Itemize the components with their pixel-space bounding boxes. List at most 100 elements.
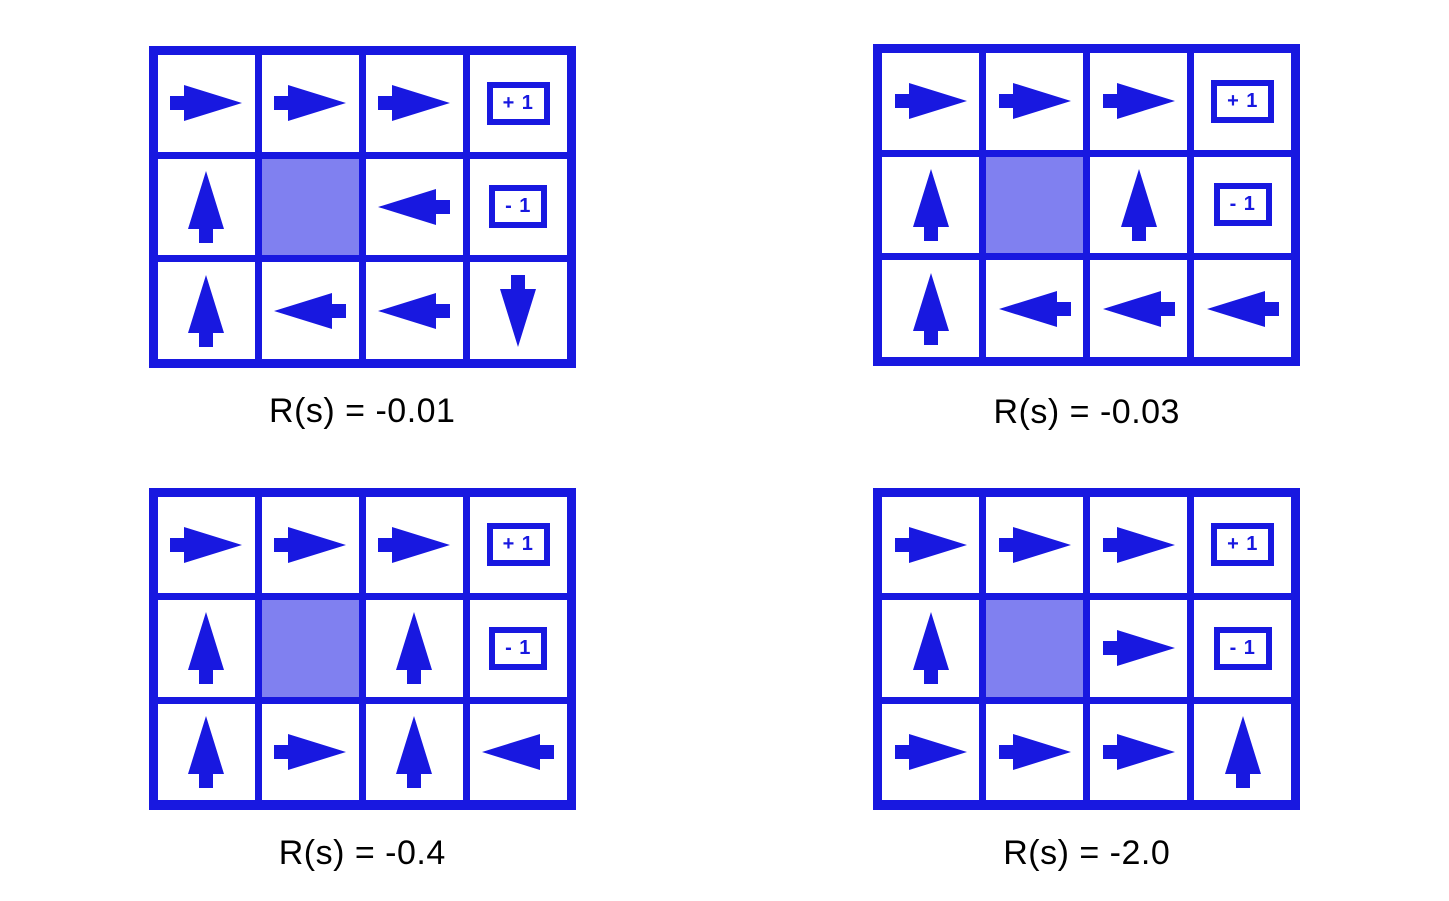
grid-cell-wall <box>261 600 359 697</box>
grid-cell-action <box>157 262 255 359</box>
grid-cell-wall <box>261 158 359 256</box>
arrow-right-icon <box>274 524 347 566</box>
grid-cell-action <box>1194 703 1292 801</box>
grid-cell-action <box>1090 496 1188 594</box>
terminal-reward-badge: - 1 <box>489 626 548 670</box>
terminal-reward-badge: - 1 <box>489 185 548 229</box>
arrow-down-icon <box>497 274 539 347</box>
arrow-right-icon <box>894 80 967 122</box>
grid-cell-action <box>365 158 463 256</box>
panel-caption: R(s) = -0.01 <box>269 392 456 430</box>
grid-cell-action <box>365 600 463 697</box>
grid-cell-wall <box>986 600 1084 697</box>
grid-cell-action <box>261 496 359 594</box>
arrow-right-icon <box>170 524 243 566</box>
arrow-right-icon <box>1102 524 1175 566</box>
arrow-right-icon <box>378 82 451 124</box>
grid-cell-action <box>261 55 359 152</box>
grid-cell-action <box>882 53 980 150</box>
policy-grid: + 1 - 1 <box>873 44 1301 366</box>
terminal-reward-badge: - 1 <box>1213 626 1272 670</box>
grid-cell-action <box>365 262 463 359</box>
grid-cell-terminal: + 1 <box>1194 53 1292 150</box>
terminal-reward-badge: + 1 <box>1211 79 1275 123</box>
arrow-up-icon <box>1118 168 1160 241</box>
arrow-up-icon <box>393 612 435 685</box>
arrow-right-icon <box>1102 731 1175 773</box>
policy-grid: + 1 - 1 <box>873 487 1301 810</box>
grid-cell-terminal: - 1 <box>1194 156 1292 254</box>
panel-caption: R(s) = -0.03 <box>993 393 1180 431</box>
grid-cell-terminal: - 1 <box>469 600 567 697</box>
grid-cell-action <box>882 260 980 357</box>
grid-cell-action <box>1090 260 1188 357</box>
grid-cell-action <box>882 703 980 801</box>
arrow-up-icon <box>185 274 227 347</box>
arrow-left-icon <box>1206 288 1279 330</box>
arrow-right-icon <box>1102 627 1175 669</box>
arrow-left-icon <box>274 290 347 332</box>
grid-cell-terminal: + 1 <box>1194 496 1292 594</box>
grid-cell-action <box>469 703 567 801</box>
arrow-right-icon <box>170 82 243 124</box>
arrow-left-icon <box>482 731 555 773</box>
grid-cell-action <box>882 600 980 697</box>
policy-panel: + 1 - 1 R(s) = -0.4 <box>0 451 725 901</box>
arrow-right-icon <box>274 731 347 773</box>
grid-cell-terminal: - 1 <box>1194 600 1292 697</box>
grid-cell-terminal: + 1 <box>469 496 567 594</box>
grid-cell-action <box>986 496 1084 594</box>
grid-cell-terminal: + 1 <box>469 55 567 152</box>
arrow-up-icon <box>910 272 952 345</box>
arrow-left-icon <box>378 290 451 332</box>
grid-cell-action <box>365 55 463 152</box>
policy-grid: + 1 - 1 <box>148 487 576 810</box>
grid-cell-wall <box>986 156 1084 254</box>
grid-cell-action <box>261 262 359 359</box>
terminal-reward-badge: + 1 <box>1211 523 1275 567</box>
arrow-right-icon <box>378 524 451 566</box>
grid-cell-action <box>157 703 255 801</box>
grid-cell-action <box>986 260 1084 357</box>
arrow-right-icon <box>894 524 967 566</box>
arrow-up-icon <box>910 612 952 685</box>
arrow-up-icon <box>910 168 952 241</box>
arrow-left-icon <box>378 186 451 228</box>
arrow-right-icon <box>998 731 1071 773</box>
policy-panel: + 1 - 1 R(s) = -0.03 <box>725 0 1449 451</box>
grid-cell-action <box>1194 260 1292 357</box>
grid-cell-action <box>261 703 359 801</box>
terminal-reward-badge: - 1 <box>1213 183 1272 227</box>
arrow-right-icon <box>998 80 1071 122</box>
grid-cell-action <box>157 158 255 256</box>
grid-cell-action <box>1090 156 1188 254</box>
arrow-right-icon <box>1102 80 1175 122</box>
panel-caption: R(s) = -0.4 <box>278 833 446 872</box>
policy-panel: + 1 - 1 R(s) = -0.01 <box>0 0 725 451</box>
terminal-reward-badge: + 1 <box>486 523 550 567</box>
grid-cell-action <box>365 496 463 594</box>
arrow-right-icon <box>894 731 967 773</box>
arrow-left-icon <box>998 288 1071 330</box>
grid-cell-action <box>1090 703 1188 801</box>
grid-cell-action <box>882 496 980 594</box>
grid-cell-terminal: - 1 <box>469 158 567 256</box>
policy-grid: + 1 - 1 <box>148 46 576 368</box>
terminal-reward-badge: + 1 <box>486 81 550 125</box>
grid-cell-action <box>157 600 255 697</box>
arrow-up-icon <box>393 716 435 789</box>
grid-cell-action <box>882 156 980 254</box>
arrow-up-icon <box>185 716 227 789</box>
grid-cell-action <box>986 703 1084 801</box>
policy-panel: + 1 - 1 R(s) = -2.0 <box>725 451 1449 901</box>
grid-cell-action <box>986 53 1084 150</box>
arrow-up-icon <box>185 170 227 243</box>
arrow-up-icon <box>185 612 227 685</box>
grid-cell-action <box>157 496 255 594</box>
panel-caption: R(s) = -2.0 <box>1003 833 1171 872</box>
arrow-up-icon <box>1222 716 1264 789</box>
arrow-right-icon <box>998 524 1071 566</box>
grid-cell-action <box>1090 600 1188 697</box>
arrow-left-icon <box>1102 288 1175 330</box>
